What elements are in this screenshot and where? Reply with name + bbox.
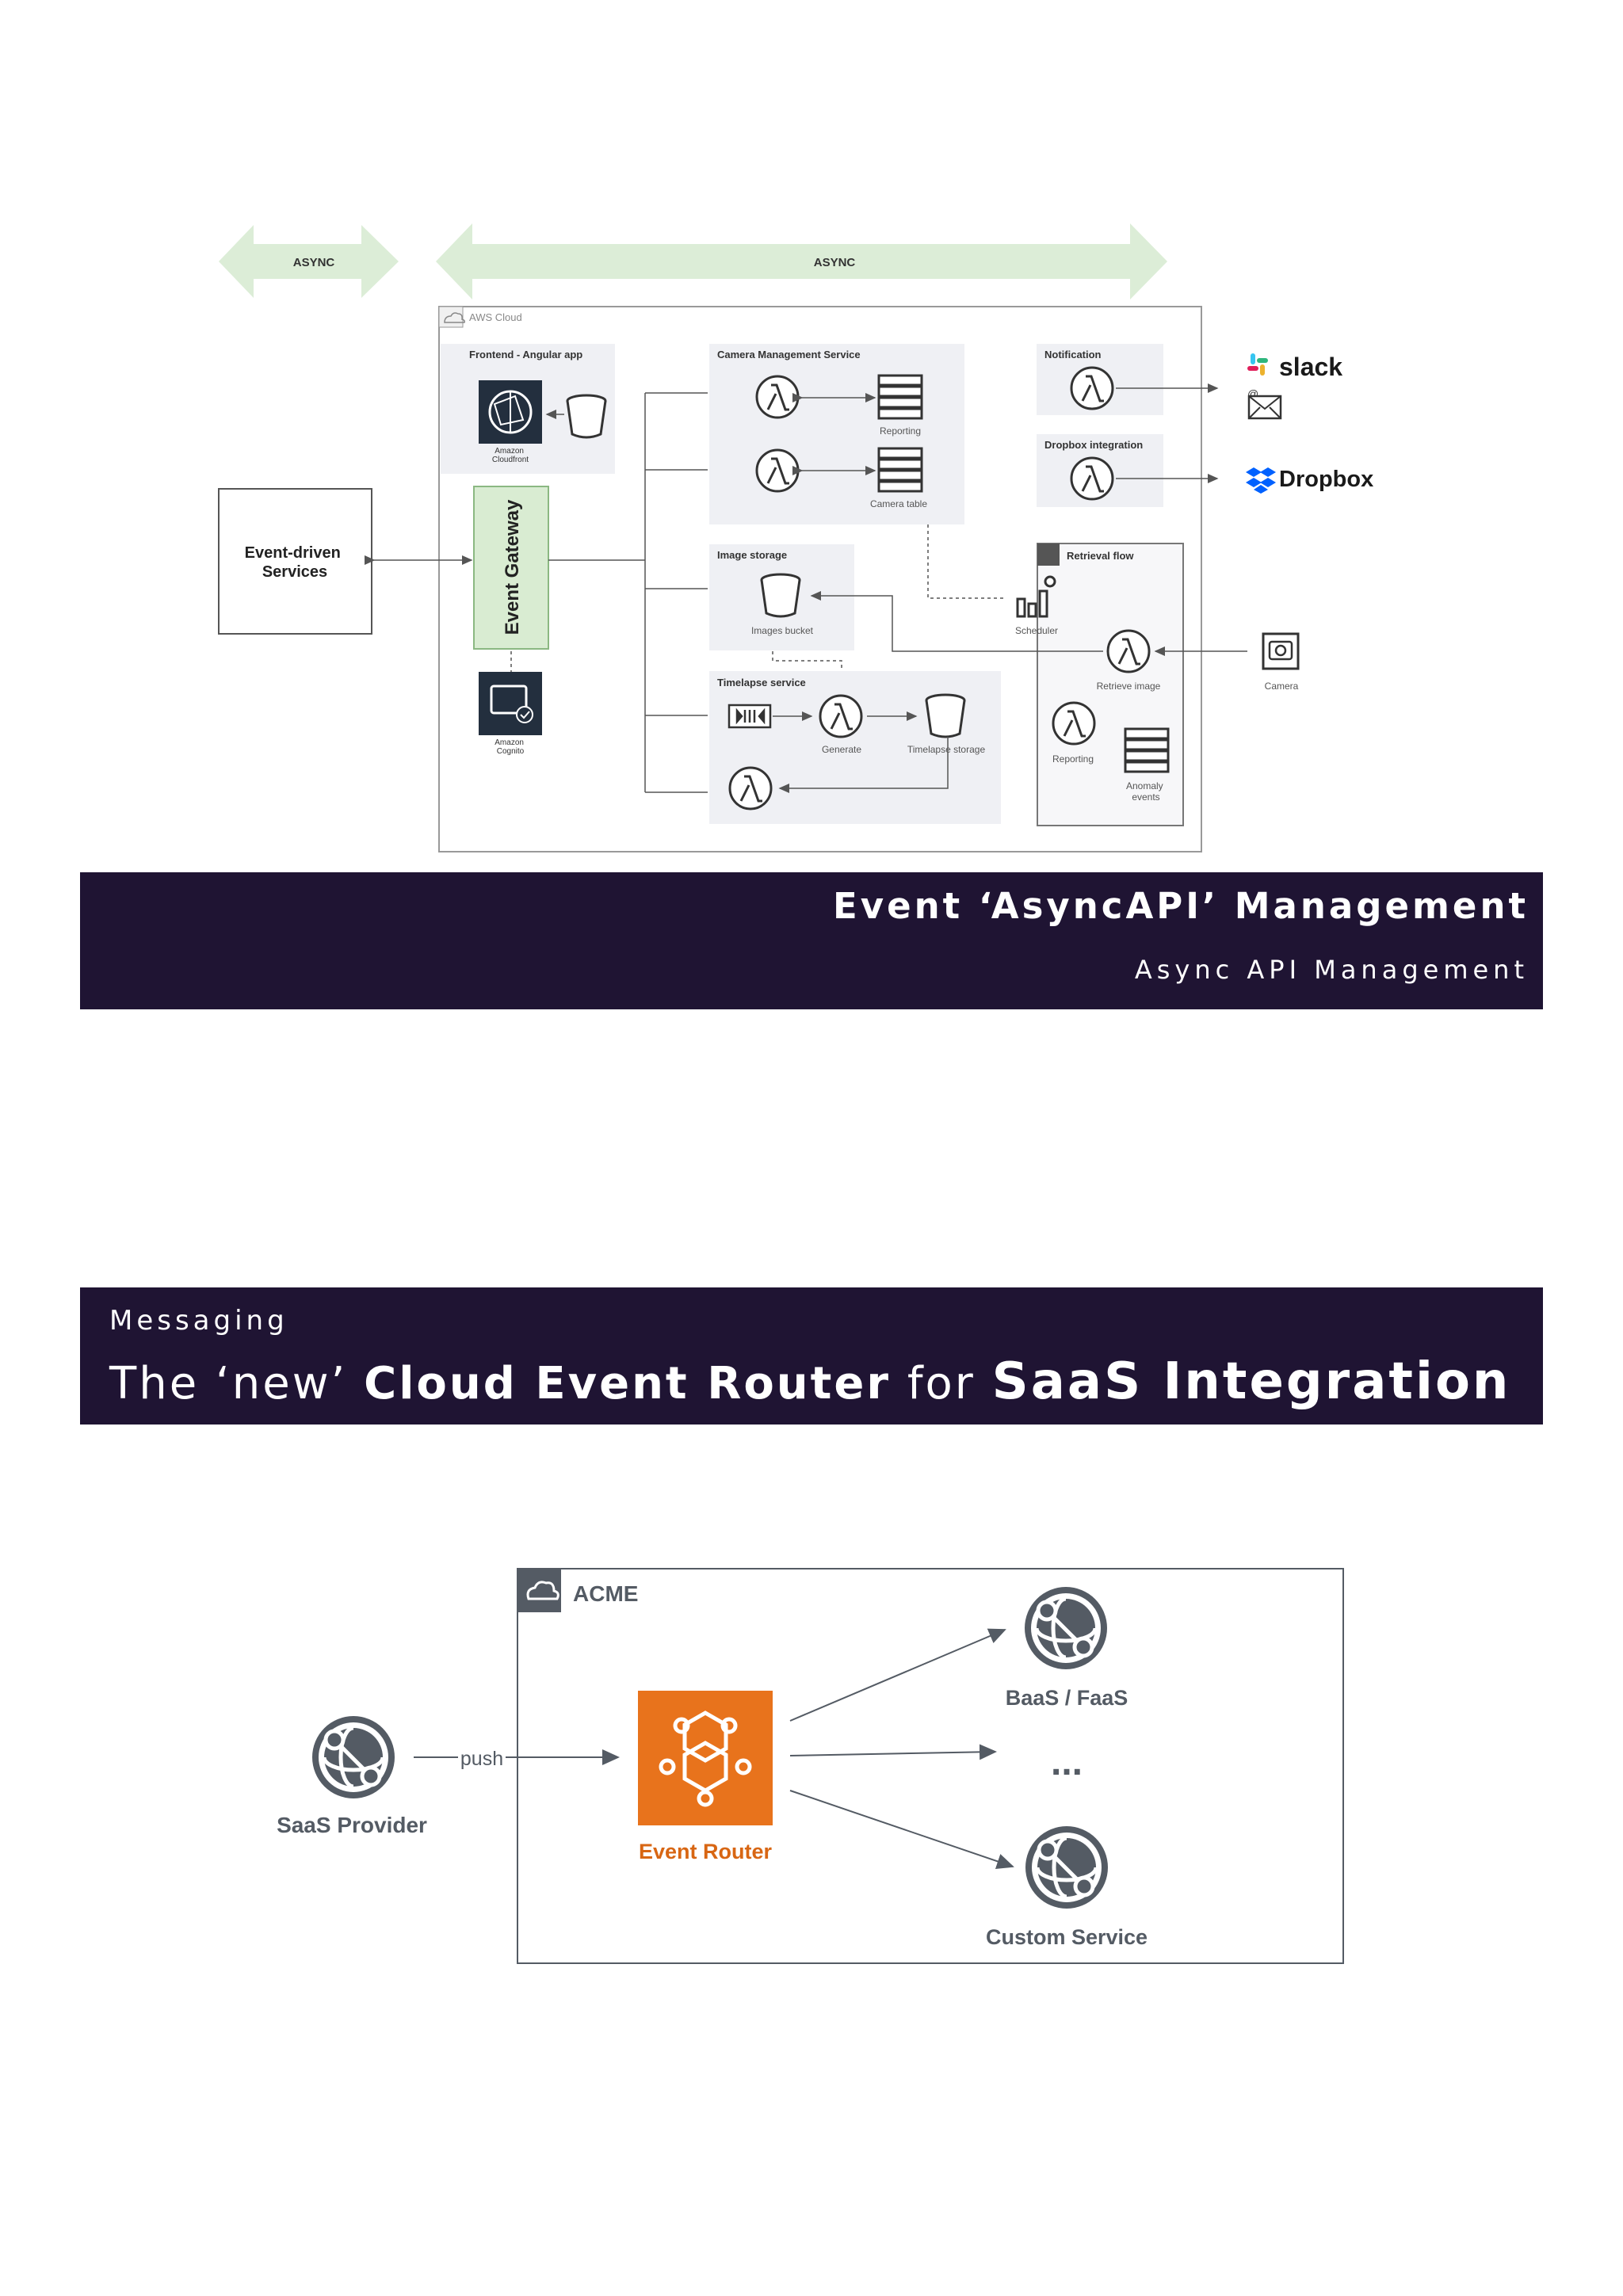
acme-container [517,1568,1344,1964]
video-frames-icon [727,704,772,729]
cognito-icon [479,672,542,735]
retrieval-flow-group [1037,543,1184,826]
timelapse-storage-label: Timelapse storage [907,744,986,755]
gateway-connectors [548,392,708,793]
timelapse-lambda-icon [728,766,773,810]
banner-title: The ‘new’ Cloud Event Router for SaaS In… [109,1352,1511,1411]
email-icon: @ [1247,387,1282,420]
camera-table-label: Camera table [870,498,927,509]
reporting-table-icon [877,374,923,420]
camera-management-label: Camera Management Service [717,349,861,360]
retrieve-image-label: Retrieve image [1097,681,1161,692]
ellipsis-label: ... [1051,1741,1083,1783]
event-router-icon [638,1691,773,1825]
camera-table-icon [877,447,923,493]
cloudfront-label: Amazon Cloudfront [492,447,529,464]
cloud-icon [444,312,465,323]
event-router-label: Event Router [639,1840,773,1863]
baas-faas-label: BaaS / FaaS [1006,1686,1128,1710]
async-label-left: ASYNC [293,256,335,269]
event-driven-services-box [218,488,372,635]
architecture-diagram: ASYNC ASYNC AWS Cloud Event-driven Servi… [218,223,1373,852]
reporting-table-label: Reporting [880,425,921,437]
reporting-lambda-icon [1052,701,1096,746]
slack-logo-icon [1247,353,1268,376]
cognito-label: Amazon Cognito [495,738,525,756]
event-gateway-label: Event Gateway [502,499,523,635]
camera-lambda-1-icon [755,375,800,419]
notification-lambda-icon [1070,366,1114,410]
saas-provider-label: SaaS Provider [277,1813,427,1837]
async-arrow-right: ASYNC [436,223,1167,299]
dropbox-integration-label: Dropbox integration [1044,439,1143,451]
frontend-group-label: Frontend - Angular app [469,349,582,360]
custom-service-label: Custom Service [986,1925,1148,1949]
banner-subtitle: Async API Management [1134,955,1529,985]
banner-messaging: Messaging The ‘new’ Cloud Event Router f… [80,1287,1543,1425]
banner-title: Event ‘AsyncAPI’ Management [833,885,1529,927]
scheduler-label: Scheduler [1015,625,1058,636]
camera-management-group [709,344,964,524]
cloud-icon [526,1581,559,1600]
banner-kicker: Messaging [109,1305,288,1337]
aws-cloud-label: AWS Cloud [469,311,522,323]
retrieval-flow-label: Retrieval flow [1067,550,1134,562]
reporting-fn-label: Reporting [1052,753,1094,765]
timelapse-label: Timelapse service [717,677,806,688]
generate-lambda-icon [819,694,863,738]
dropbox-lambda-icon [1070,456,1114,501]
images-bucket-label: Images bucket [751,625,814,636]
baas-faas-icon [1025,1587,1107,1669]
async-label-right: ASYNC [814,256,856,269]
camera-lambda-2-icon [755,448,800,493]
camera-label: Camera [1265,681,1299,692]
custom-service-icon [1025,1826,1108,1909]
frontend-bucket-icon [566,394,607,439]
slack-label: slack [1279,353,1342,381]
camera-icon [1262,632,1300,670]
event-driven-services-label: Event-driven Services [245,544,346,581]
dropbox-logo-icon [1246,467,1276,494]
push-label: push [460,1748,503,1770]
saas-provider-icon [312,1716,395,1798]
anomaly-events-icon [1124,727,1170,773]
retrieve-image-lambda-icon [1106,629,1151,673]
generate-label: Generate [822,744,861,755]
event-gateway [473,486,549,650]
scheduler-icon [1016,575,1056,618]
banner-async-api: Event ‘AsyncAPI’ Management Async API Ma… [80,872,1543,1009]
timelapse-bucket-icon [925,693,966,738]
async-arrow-left: ASYNC [219,225,399,298]
notification-label: Notification [1044,349,1102,360]
acme-label: ACME [573,1581,638,1606]
dropbox-label: Dropbox [1279,467,1373,492]
image-storage-label: Image storage [717,549,787,561]
images-bucket-icon [760,573,801,618]
anomaly-events-label: Anomaly events [1126,780,1166,803]
